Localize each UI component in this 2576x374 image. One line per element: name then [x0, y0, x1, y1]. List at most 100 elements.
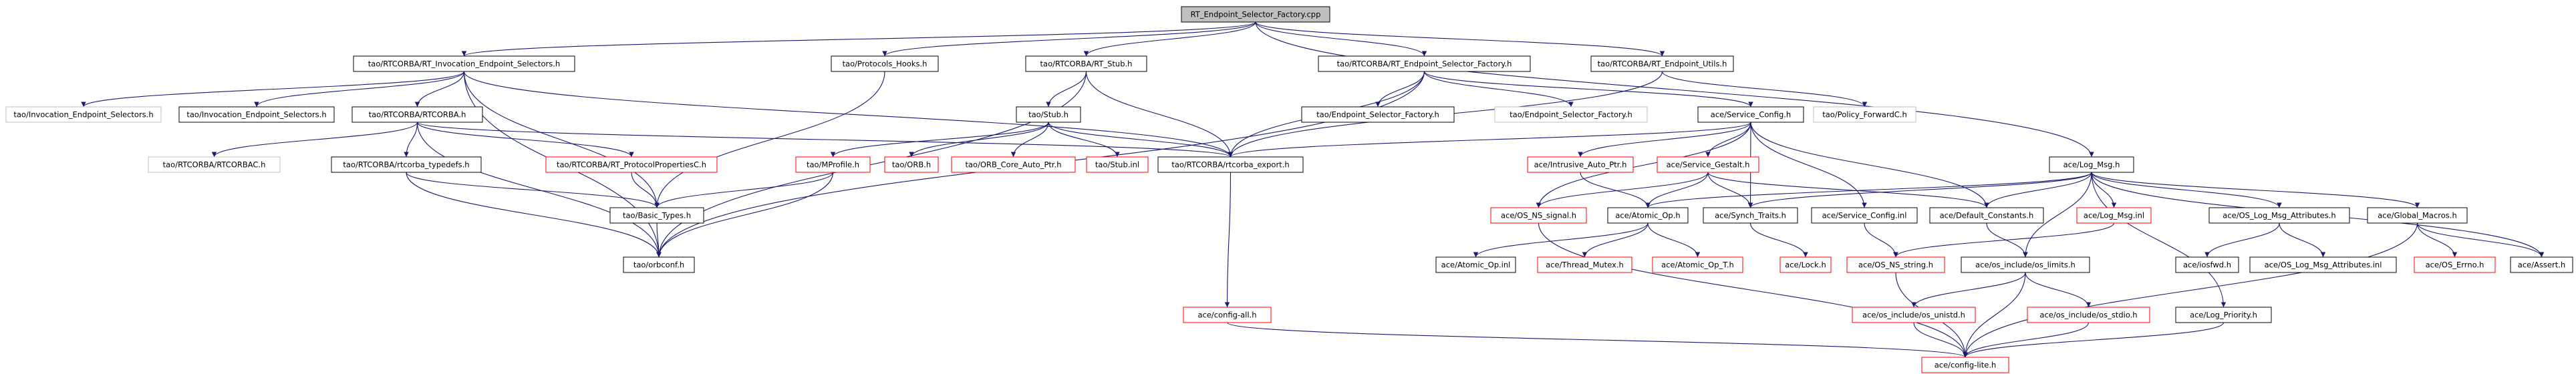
- include-node-ace-atomic-op-t-h[interactable]: ace/Atomic_Op_T.h: [1652, 256, 1743, 273]
- include-node-ace-os-log-msg-attributes-h[interactable]: ace/OS_Log_Msg_Attributes.h: [2208, 207, 2350, 224]
- include-node-ace-config-lite-h[interactable]: ace/config-lite.h: [1921, 357, 2009, 373]
- edge-ace-os-include-os-limits-h-to-ace-os-include-os-unistd-h: [1911, 272, 2026, 308]
- include-node-ace-service-gestalt-h[interactable]: ace/Service_Gestalt.h: [1657, 156, 1759, 173]
- node-label: ace/Log_Msg.h: [2063, 160, 2120, 170]
- node-label: ace/Global_Macros.h: [2378, 211, 2457, 220]
- include-node-tao-policy-forwardc-h[interactable]: tao/Policy_ForwardC.h: [1813, 106, 1916, 123]
- edge-rt-endpoint-selector-factory-cpp-to-tao-rtcorba-rt-stub-h: [1083, 21, 1256, 57]
- node-label: tao/Invocation_Endpoint_Selectors.h: [13, 110, 153, 120]
- include-node-tao-stub-inl[interactable]: tao/Stub.inl: [1086, 156, 1149, 173]
- include-node-tao-invocation-endpoint-selectors-h[interactable]: tao/Invocation_Endpoint_Selectors.h: [5, 106, 162, 123]
- edge-rt-endpoint-selector-factory-cpp-to-tao-rtcorba-rt-endpoint-utils-h: [1255, 21, 1665, 57]
- edge-ace-service-config-h-to-ace-service-gestalt-h: [1705, 122, 1751, 158]
- include-node-tao-protocols-hooks-h[interactable]: tao/Protocols_Hooks.h: [831, 55, 939, 72]
- edge-tao-rtcorba-rt-endpoint-selector-factory-h-to-tao-endpoint-selector-factory-h: [1375, 71, 1425, 108]
- root-file-node: RT_Endpoint_Selector_Factory.cpp: [1181, 6, 1330, 23]
- include-node-ace-atomic-op-h[interactable]: ace/Atomic_Op.h: [1607, 207, 1689, 224]
- include-node-tao-basic-types-h[interactable]: tao/Basic_Types.h: [609, 207, 704, 224]
- node-box: [884, 156, 939, 173]
- include-node-tao-orb-h[interactable]: tao/ORB.h: [884, 156, 939, 173]
- include-node-ace-os-errno-h[interactable]: ace/OS_Errno.h: [2414, 256, 2496, 273]
- include-node-ace-thread-mutex-h[interactable]: ace/Thread_Mutex.h: [1537, 256, 1632, 273]
- edge-tao-rtcorba-rtcorba-h-to-tao-rtcorba-rtcorba-typedefs-h: [404, 122, 418, 158]
- edge-tao-stub-h-to-tao-orb-core-auto-ptr-h: [1010, 122, 1049, 158]
- include-node-ace-assert-h[interactable]: ace/Assert.h: [2510, 256, 2573, 273]
- include-node-ace-service-config-h[interactable]: ace/Service_Config.h: [1697, 106, 1804, 123]
- node-box: [795, 156, 871, 173]
- include-node-ace-os-include-os-stdio-h[interactable]: ace/os_include/os_stdio.h: [2027, 307, 2150, 323]
- include-node-ace-log-msg-inl[interactable]: ace/Log_Msg.inl: [2076, 207, 2152, 224]
- include-node-ace-atomic-op-inl[interactable]: ace/Atomic_Op.inl: [1435, 256, 1516, 273]
- node-label: tao/RTCORBA/rtcorba_export.h: [1171, 160, 1289, 170]
- node-label: tao/RTCORBA/RTCORBAC.h: [163, 160, 266, 170]
- include-node-ace-os-ns-signal-h[interactable]: ace/OS_NS_signal.h: [1490, 207, 1587, 224]
- edge-ace-os-ns-signal-h-to-ace-config-lite-h: [1538, 222, 1968, 358]
- edge-ace-log-msg-h-to-ace-log-priority-h: [2091, 172, 2227, 308]
- include-node-tao-rtcorba-rtcorbac-h[interactable]: tao/RTCORBA/RTCORBAC.h: [148, 156, 281, 173]
- edge-ace-global-macros-h-to-ace-config-lite-h: [1963, 222, 2418, 358]
- edge-ace-os-include-os-stdio-h-to-ace-config-lite-h: [1963, 322, 2090, 358]
- node-box: [1697, 106, 1804, 123]
- include-node-tao-rtcorba-rt-stub-h[interactable]: tao/RTCORBA/RT_Stub.h: [1025, 55, 1147, 72]
- include-node-ace-default-constants-h[interactable]: ace/Default_Constants.h: [1929, 207, 2044, 224]
- include-node-tao-invocation-endpoint-selectors-h[interactable]: tao/Invocation_Endpoint_Selectors.h: [178, 106, 335, 123]
- include-node-ace-iosfwd-h[interactable]: ace/iosfwd.h: [2175, 256, 2239, 273]
- include-node-tao-stub-h[interactable]: tao/Stub.h: [1016, 106, 1081, 123]
- include-node-ace-log-priority-h[interactable]: ace/Log_Priority.h: [2175, 307, 2272, 323]
- include-node-ace-os-include-os-unistd-h[interactable]: ace/os_include/os_unistd.h: [1852, 307, 1976, 323]
- include-node-ace-os-ns-string-h[interactable]: ace/OS_NS_string.h: [1846, 256, 1945, 273]
- include-node-tao-rtcorba-rtcorba-h[interactable]: tao/RTCORBA/RTCORBA.h: [351, 106, 483, 123]
- edge-tao-rtcorba-rtcorba-typedefs-h-to-tao-orbconf-h: [406, 172, 662, 258]
- node-box: [2249, 256, 2397, 273]
- include-node-ace-global-macros-h[interactable]: ace/Global_Macros.h: [2367, 207, 2468, 224]
- include-node-ace-service-config-inl[interactable]: ace/Service_Config.inl: [1811, 207, 1918, 224]
- node-label: ace/Service_Config.h: [1711, 110, 1791, 120]
- node-box: [2367, 207, 2468, 224]
- include-node-tao-rtcorba-rtcorba-typedefs-h[interactable]: tao/RTCORBA/rtcorba_typedefs.h: [331, 156, 482, 173]
- include-node-ace-synch-traits-h[interactable]: ace/Synch_Traits.h: [1703, 207, 1798, 224]
- node-label: ace/Assert.h: [2518, 260, 2565, 270]
- include-node-tao-rtcorba-rt-protocolpropertiesc-h[interactable]: tao/RTCORBA/RT_ProtocolPropertiesC.h: [545, 156, 718, 173]
- node-label: ace/Service_Config.inl: [1822, 211, 1907, 220]
- node-box: [178, 106, 335, 123]
- edge-rt-endpoint-selector-factory-cpp-to-tao-rtcorba-rt-endpoint-selector-factory-h: [1255, 21, 1427, 57]
- node-box: [2510, 256, 2573, 273]
- include-node-tao-rtcorba-rt-invocation-endpoint-selectors-h[interactable]: tao/RTCORBA/RT_Invocation_Endpoint_Selec…: [353, 55, 575, 72]
- include-node-tao-rtcorba-rt-endpoint-utils-h[interactable]: tao/RTCORBA/RT_Endpoint_Utils.h: [1590, 55, 1734, 72]
- node-box: [545, 156, 718, 173]
- include-node-ace-os-include-os-limits-h[interactable]: ace/os_include/os_limits.h: [1961, 256, 2090, 273]
- node-box: [2208, 207, 2350, 224]
- node-label: ace/iosfwd.h: [2183, 260, 2231, 270]
- include-node-tao-orb-core-auto-ptr-h[interactable]: tao/ORB_Core_Auto_Ptr.h: [951, 156, 1076, 173]
- node-box: [351, 106, 483, 123]
- edge-rt-endpoint-selector-factory-cpp-to-tao-protocols-hooks-h: [882, 21, 1256, 57]
- node-box: [1961, 256, 2090, 273]
- node-label: ace/Log_Priority.h: [2190, 311, 2257, 320]
- edge-tao-rtcorba-rt-invocation-endpoint-selectors-h-to-tao-rtcorba-rtcorba-h: [414, 71, 465, 108]
- edge-tao-rtcorba-rtcorba-export-h-to-ace-config-all-h: [1224, 172, 1232, 308]
- include-node-ace-intrusive-auto-ptr-h[interactable]: ace/Intrusive_Auto_Ptr.h: [1527, 156, 1634, 173]
- node-label: tao/ORB_Core_Auto_Ptr.h: [965, 160, 1061, 170]
- include-node-tao-endpoint-selector-factory-h[interactable]: tao/Endpoint_Selector_Factory.h: [1301, 106, 1455, 123]
- node-box: [353, 55, 575, 72]
- node-label: tao/RTCORBA/RT_Stub.h: [1040, 59, 1133, 69]
- node-box: [1652, 256, 1743, 273]
- node-box: [1811, 207, 1918, 224]
- include-node-ace-log-msg-h[interactable]: ace/Log_Msg.h: [2049, 156, 2134, 173]
- include-node-tao-rtcorba-rtcorba-export-h[interactable]: tao/RTCORBA/rtcorba_export.h: [1157, 156, 1304, 173]
- include-node-tao-endpoint-selector-factory-h[interactable]: tao/Endpoint_Selector_Factory.h: [1494, 106, 1648, 123]
- node-label: tao/orbconf.h: [633, 260, 684, 270]
- edge-ace-service-gestalt-h-to-ace-os-ns-signal-h: [1536, 172, 1709, 208]
- edge-ace-os-log-msg-attributes-h-to-ace-os-log-msg-attributes-inl: [2279, 222, 2326, 258]
- include-node-tao-mprofile-h[interactable]: tao/MProfile.h: [795, 156, 871, 173]
- node-label: ace/config-lite.h: [1935, 361, 1997, 370]
- node-box: [1435, 256, 1516, 273]
- node-box: [2076, 207, 2152, 224]
- include-node-ace-lock-h[interactable]: ace/Lock.h: [1779, 256, 1832, 273]
- include-node-ace-os-log-msg-attributes-inl[interactable]: ace/OS_Log_Msg_Attributes.inl: [2249, 256, 2397, 273]
- include-node-ace-config-all-h[interactable]: ace/config-all.h: [1183, 307, 1272, 323]
- include-node-tao-orbconf-h[interactable]: tao/orbconf.h: [623, 256, 695, 273]
- edge-ace-os-include-os-limits-h-to-ace-config-lite-h: [1963, 272, 2026, 358]
- edge-ace-log-priority-h-to-ace-config-lite-h: [1963, 322, 2225, 358]
- include-node-tao-rtcorba-rt-endpoint-selector-factory-h[interactable]: tao/RTCORBA/RT_Endpoint_Selector_Factory…: [1318, 55, 1531, 72]
